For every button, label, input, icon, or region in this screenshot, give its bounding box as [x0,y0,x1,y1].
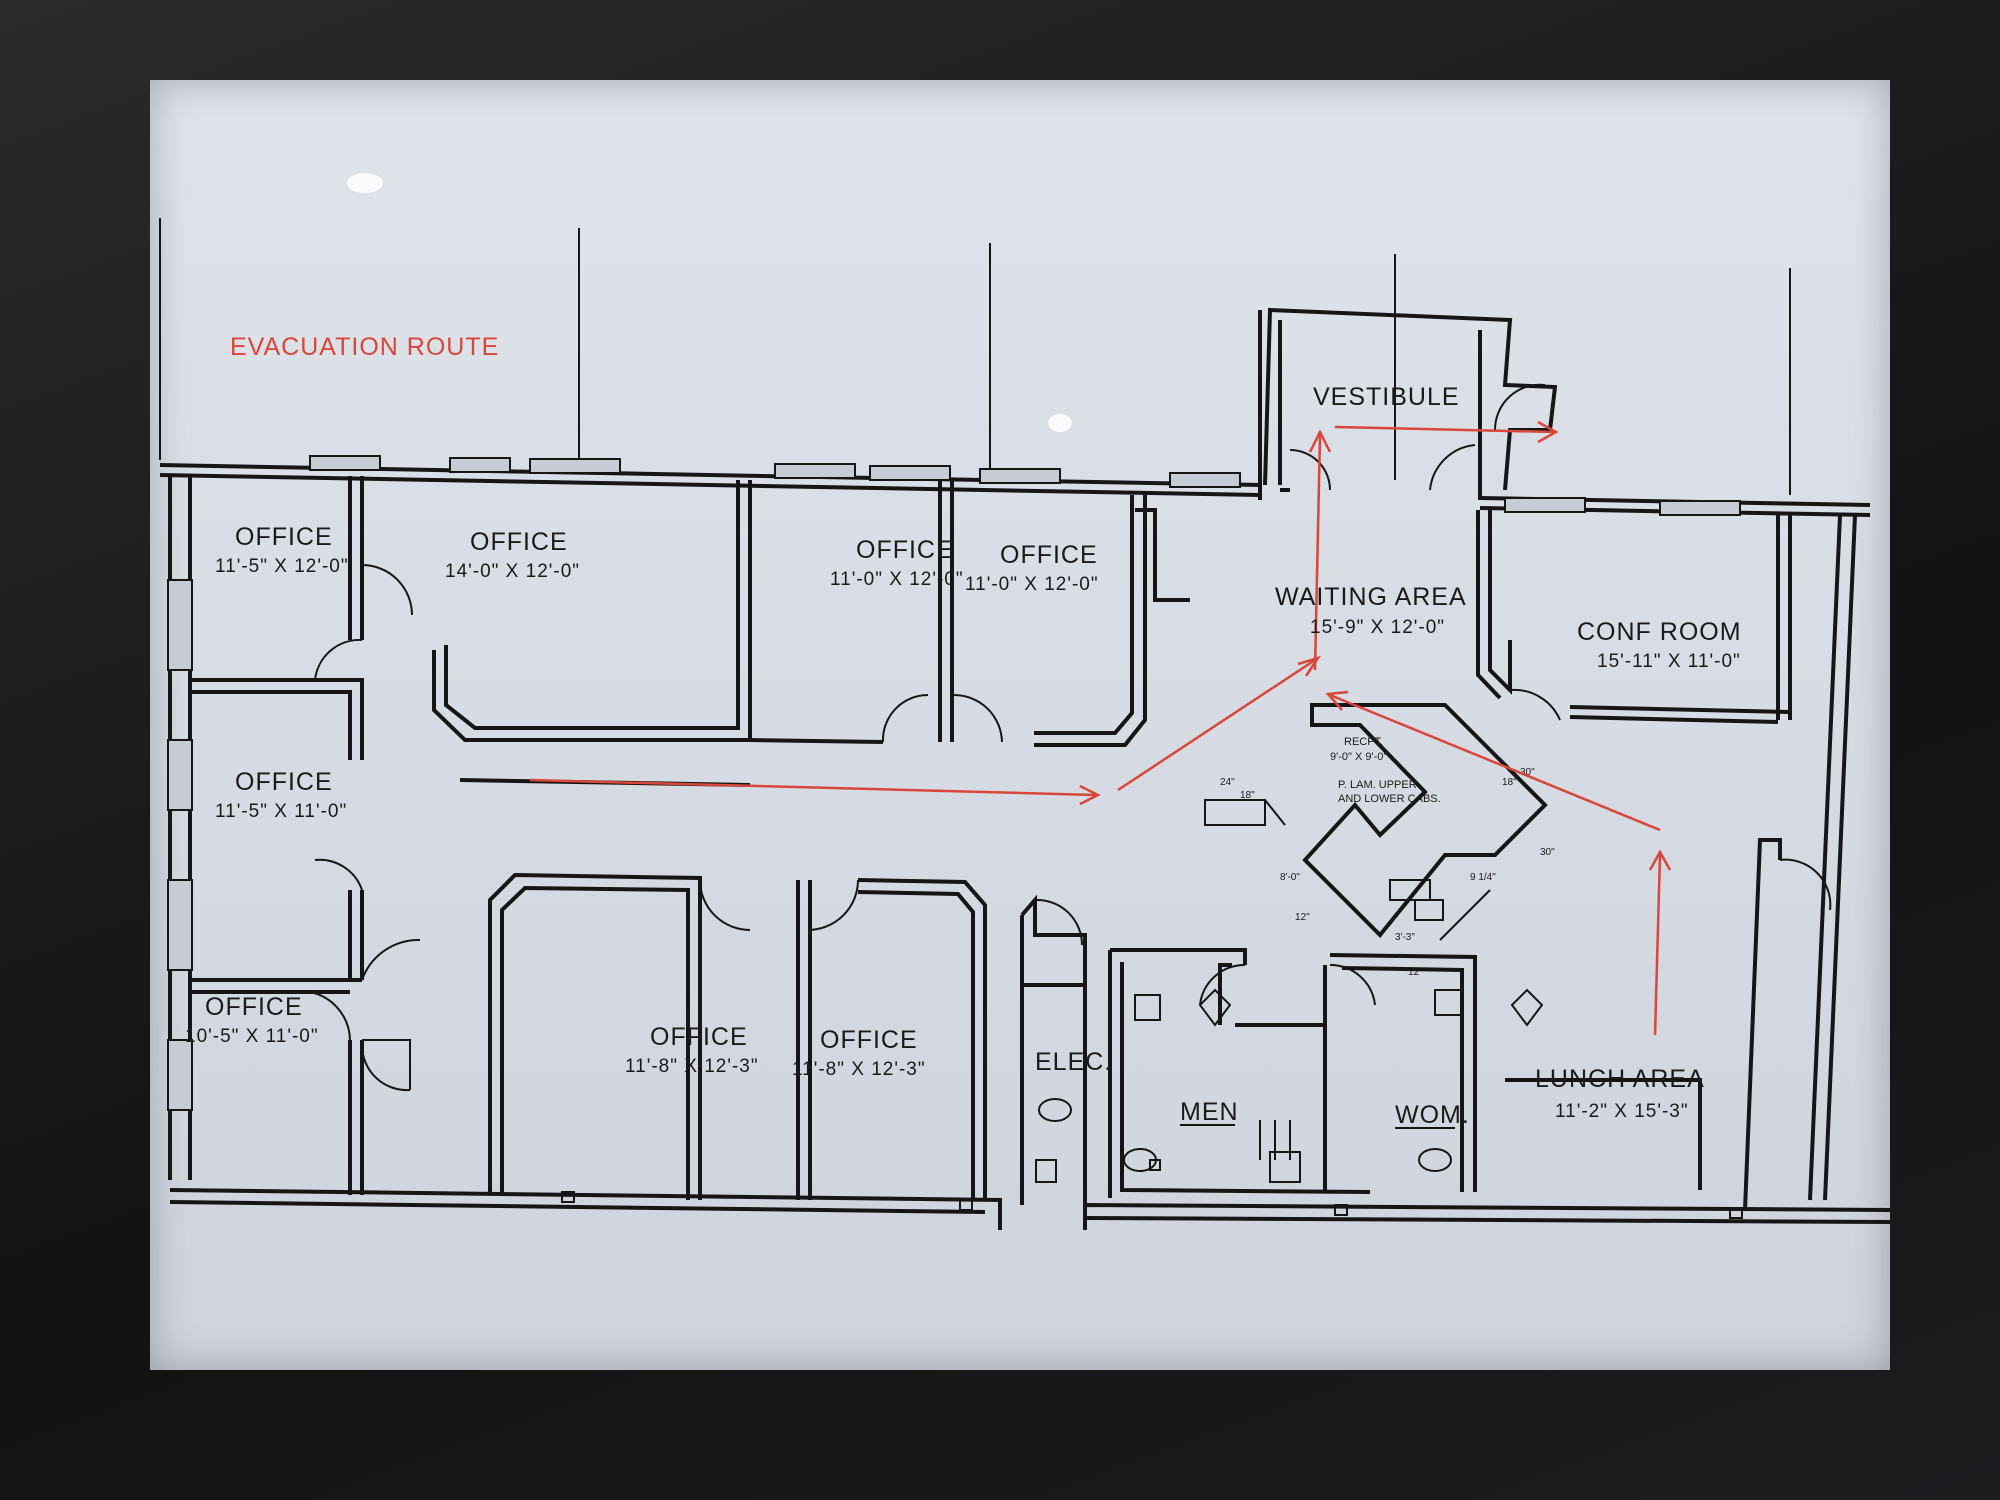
legend-title: EVACUATION ROUTE [230,333,499,361]
room-size: 11'-0" X 12'-0" [830,569,964,590]
desk-dimension: 18" [1502,777,1517,788]
desk-dimension: 8'-0" [1280,872,1300,883]
room-size: 11'-8" X 12'-3" [792,1059,926,1080]
desk-dimension: 24" [1220,777,1235,788]
desk-dimension: 3'-3" [1395,932,1415,943]
room-name: ELEC. [1035,1048,1112,1076]
reception-label: RECPT. [1344,736,1383,748]
plumbing-fixtures [1035,989,1464,1183]
room-labels: OFFICE 11'-5" X 12'-0" OFFICE 14'-0" X 1… [185,383,1742,1129]
room-name: OFFICE [235,768,333,796]
desk-dimension: 18" [1240,790,1255,801]
desk-dimension: 30" [1540,847,1555,858]
room-size: 15'-11" X 11'-0" [1597,651,1741,672]
fire-extinguisher-icon [1198,988,1232,1027]
cabinet-label: P. LAM. UPPER [1338,779,1417,791]
room-name: WOM. [1395,1101,1470,1129]
room-name: OFFICE [235,523,333,551]
cabinet-label-2: AND LOWER CABS. [1338,793,1441,805]
desk-dimension: 30" [1520,767,1535,778]
room-name: OFFICE [470,528,568,556]
room-name: MEN [1180,1098,1239,1126]
doors [309,564,1832,1092]
room-size: 11'-8" X 12'-3" [625,1056,759,1077]
reception-size: 9'-0" X 9'-0" [1330,751,1387,763]
reception-desk [1204,703,1548,941]
room-size: 11'-0" X 12'-0" [965,574,1099,595]
label-underlines [1180,1124,1455,1129]
outlets [561,1191,1743,1219]
glare-spot [1048,414,1072,432]
room-name: OFFICE [650,1023,748,1051]
room-size: 15'-9" X 12'-0" [1310,617,1445,638]
floor-plan: EVACUATION ROUTE [159,173,1890,1230]
windows [167,455,1741,1111]
room-name: OFFICE [820,1026,918,1054]
room-name: OFFICE [205,993,303,1021]
desk-dimension: 12" [1295,912,1310,923]
room-name: LUNCH AREA [1535,1065,1705,1093]
room-size: 11'-5" X 12'-0" [215,556,349,577]
glare-spot [347,173,383,193]
room-size: 10'-5" X 11'-0" [185,1026,319,1047]
interior-walls [190,476,1792,1211]
grid-lines [159,218,1791,495]
evacuation-route [529,420,1672,1036]
room-name: CONF ROOM [1577,618,1742,646]
room-name: OFFICE [1000,541,1098,569]
fire-extinguisher-icon [1510,988,1544,1027]
desk-dimension: 12" [1408,967,1423,978]
room-size: 11'-5" X 11'-0" [215,801,347,822]
room-name: VESTIBULE [1313,383,1460,411]
floor-plan-sheet: EVACUATION ROUTE [150,80,1890,1370]
room-name: OFFICE [856,536,954,564]
room-size: 14'-0" X 12'-0" [445,561,580,582]
room-size: 11'-2" X 15'-3" [1555,1101,1689,1122]
desk-dimension: 9 1/4" [1470,872,1496,883]
room-name: WAITING AREA [1275,583,1467,611]
